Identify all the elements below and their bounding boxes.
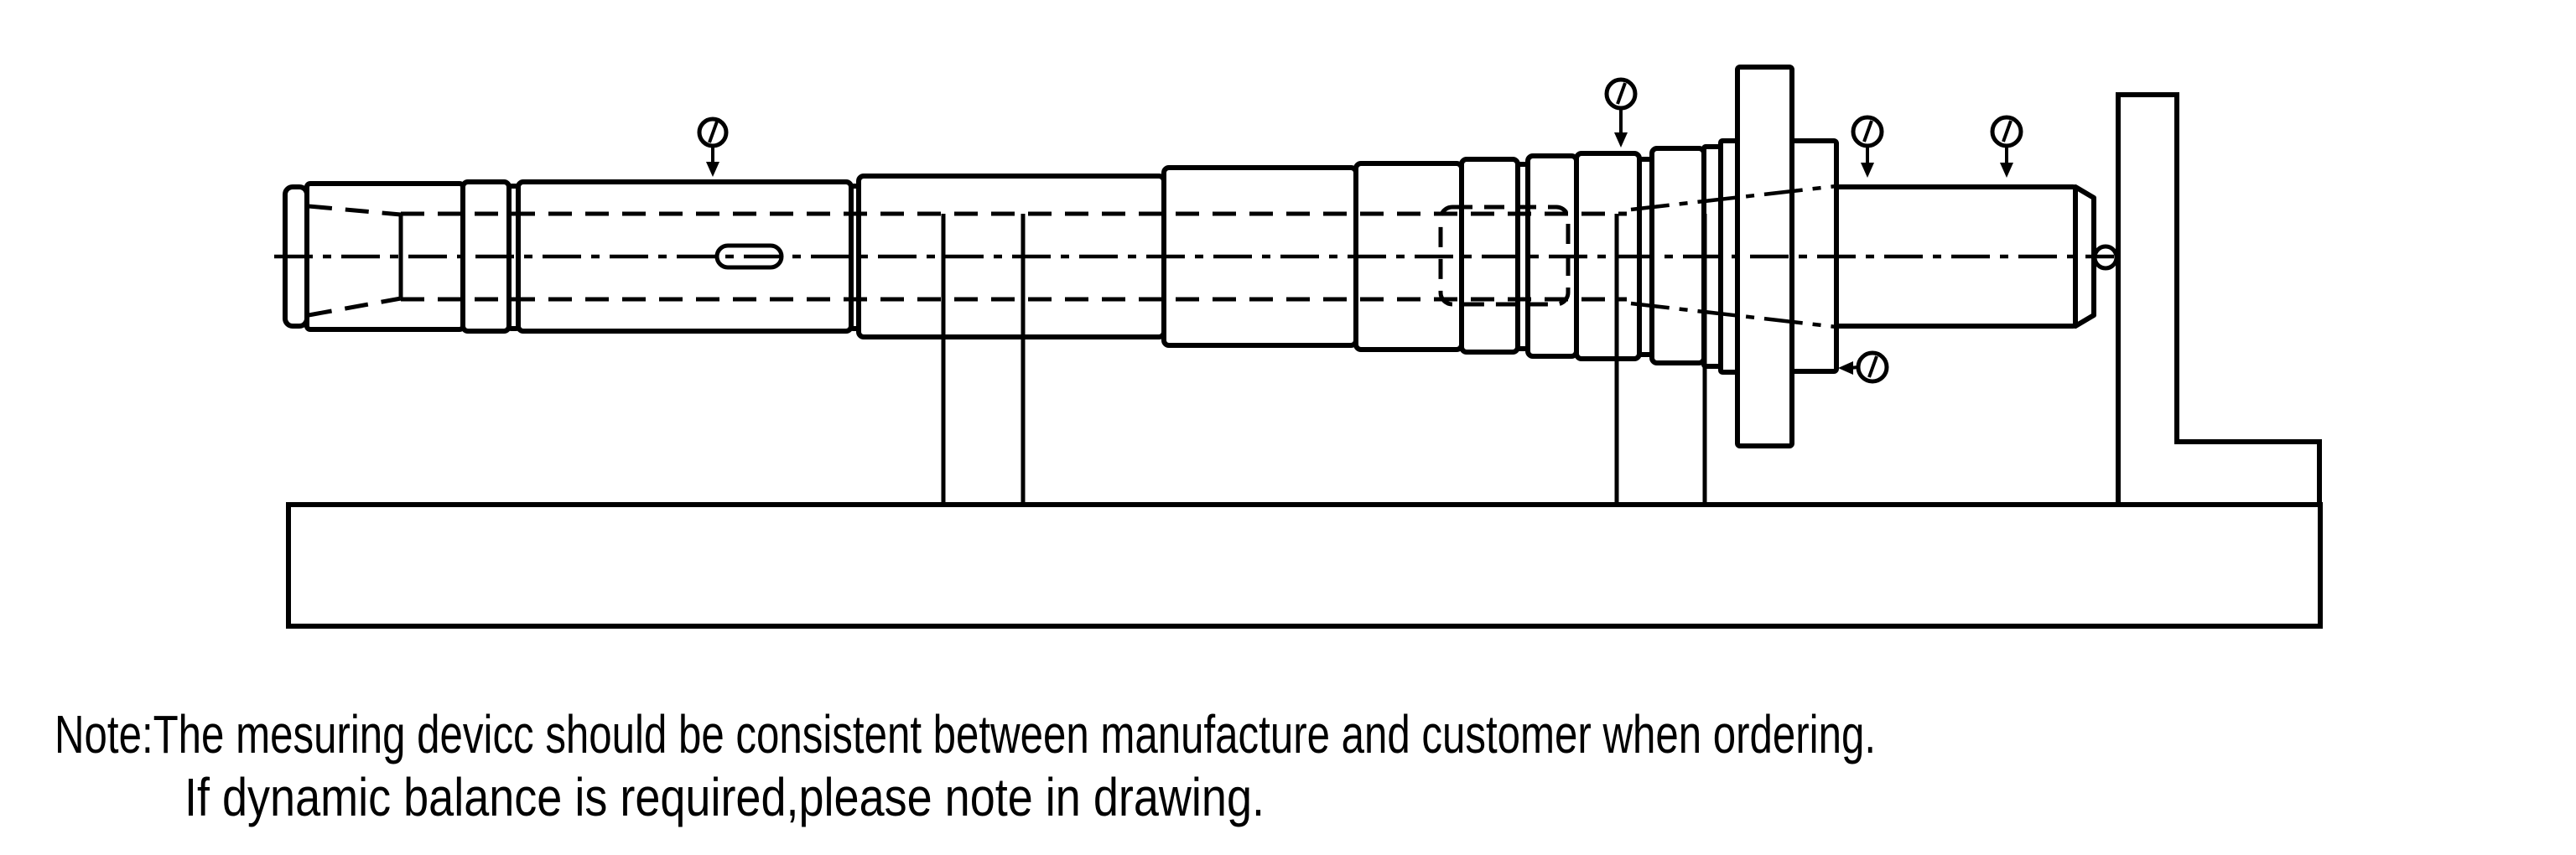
dial-indicator-4-needle [2002, 120, 2012, 142]
dial-indicator-1-needle [708, 121, 719, 143]
hidden-bore-line [308, 204, 402, 217]
dial-indicator-3-needle [1862, 120, 1873, 142]
center-hole-indicator-dial-icon [2092, 244, 2119, 271]
note-line-1: Note:The mesuring devicc should be consi… [55, 704, 1876, 764]
dial-indicator-5-needle [1867, 355, 1878, 378]
dial-indicator-3-arrowhead [1861, 163, 1874, 178]
right-end-cap [2073, 184, 2096, 329]
dial-indicator-1-arrowhead [706, 162, 719, 177]
dial-indicator-2-arrowhead [1614, 132, 1628, 148]
note-line-2: If dynamic balance is required,please no… [184, 767, 1265, 827]
keyway-slot [714, 243, 784, 270]
taper-dashdot-line [1630, 184, 1837, 212]
dial-indicator-5-arrowhead [1838, 361, 1853, 375]
taper-dashdot-line [1630, 301, 1837, 329]
tailstock-bracket [2116, 92, 2322, 507]
hidden-cavity-outline [1438, 205, 1571, 307]
hidden-bore-line [308, 296, 402, 318]
dial-indicator-4-arrowhead [2000, 163, 2013, 178]
dial-indicator-2-needle [1616, 82, 1627, 105]
base-bed [286, 502, 2323, 629]
